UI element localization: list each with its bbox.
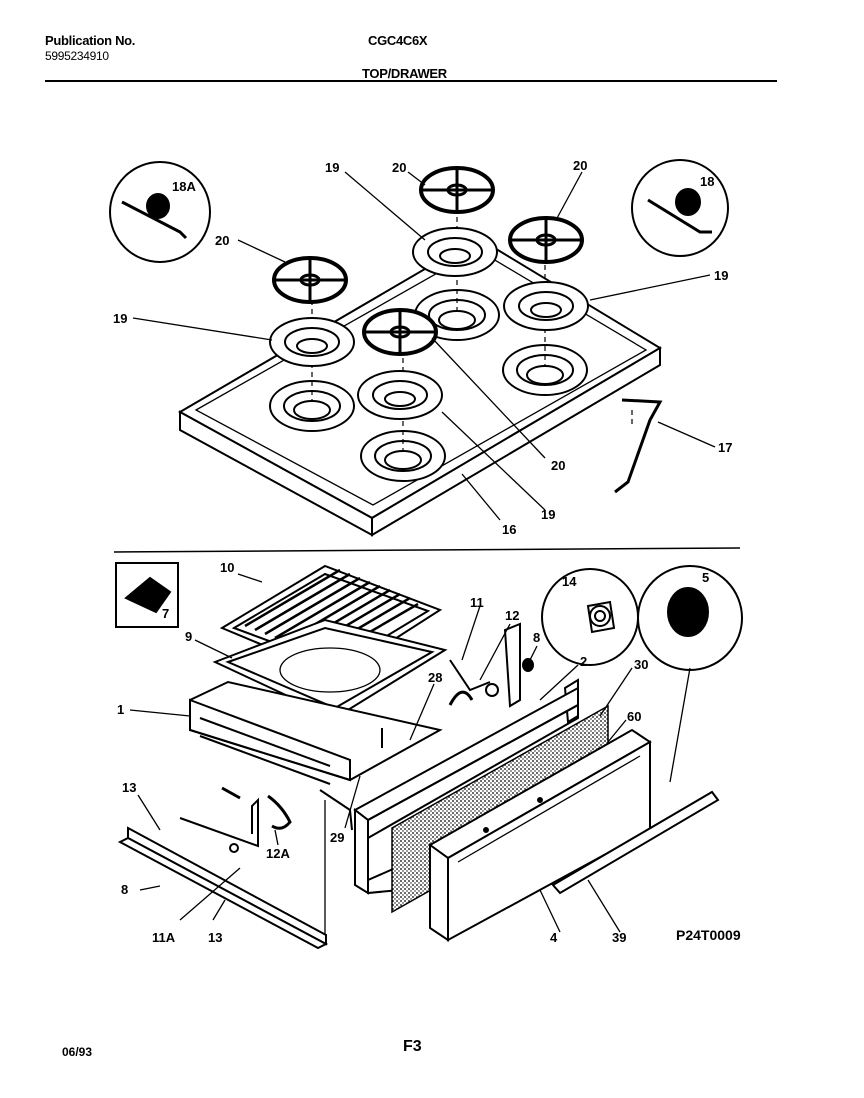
- drawer-front-frame: [353, 686, 579, 895]
- figure-code: P24T0009: [676, 927, 741, 943]
- callout-12a: 12A: [266, 846, 290, 861]
- callout-14: 14: [562, 574, 577, 589]
- grate-rear: [419, 166, 495, 214]
- drawer-handle: [551, 790, 720, 895]
- inset-7: [115, 562, 179, 628]
- burner-ring-right: [503, 281, 589, 331]
- footer-date: 06/93: [62, 1045, 93, 1059]
- callout-28: 28: [428, 670, 442, 685]
- callout-19-rear: 19: [325, 160, 339, 175]
- drawer-assembly: [115, 562, 743, 950]
- callout-16: 16: [502, 522, 516, 537]
- burner-well-front: [360, 430, 446, 482]
- callout-11a: 11A: [152, 930, 176, 945]
- callout-9: 9: [185, 629, 192, 644]
- side-rail: [117, 797, 329, 950]
- inset-5: [637, 565, 743, 671]
- callout-8-upper: 8: [533, 630, 540, 645]
- inset-18a: [109, 161, 211, 263]
- callout-labels: 18A 18 20 20 20 20 19 19 19 19 17 16 10 …: [113, 158, 741, 945]
- leader-lines-bottom: [129, 573, 691, 933]
- callout-1: 1: [117, 702, 124, 717]
- publication-number: 5995234910: [45, 49, 109, 63]
- callout-20-rear: 20: [392, 160, 406, 175]
- cooktop-assembly: [109, 159, 729, 537]
- header-rule: [45, 80, 777, 82]
- burner-well-right: [502, 344, 588, 396]
- callout-5: 5: [702, 570, 709, 585]
- burner-ring-front: [357, 370, 443, 420]
- callout-10: 10: [220, 560, 234, 575]
- callout-7: 7: [162, 606, 169, 621]
- burner-well-left: [269, 380, 355, 432]
- burner-ring-rear: [412, 227, 498, 277]
- hinge-rod: [614, 398, 663, 494]
- section-divider: [113, 547, 741, 553]
- grate-right: [508, 216, 584, 264]
- callout-17: 17: [718, 440, 732, 455]
- callout-13-upper: 13: [122, 780, 136, 795]
- grate-left: [272, 256, 348, 304]
- inset-18: [631, 159, 729, 257]
- callout-30: 30: [634, 657, 648, 672]
- model-number: CGC4C6X: [368, 33, 428, 48]
- section-title: TOP/DRAWER: [362, 66, 447, 81]
- callout-4: 4: [550, 930, 558, 945]
- burner-ring-left: [269, 317, 355, 367]
- inset-14: [541, 568, 639, 666]
- callout-18: 18: [700, 174, 714, 189]
- drawer-body: [189, 680, 443, 831]
- callout-20-right: 20: [573, 158, 587, 173]
- callout-12: 12: [505, 608, 519, 623]
- callout-19-front: 19: [541, 507, 555, 522]
- callout-19-right: 19: [714, 268, 728, 283]
- publication-label: Publication No.: [45, 33, 136, 48]
- leader-lines-top: [132, 171, 716, 521]
- callout-29: 29: [330, 830, 344, 845]
- callout-13-lower: 13: [208, 930, 222, 945]
- callout-19-left: 19: [113, 311, 127, 326]
- callout-2: 2: [580, 654, 587, 669]
- callout-39: 39: [612, 930, 626, 945]
- callout-20-front: 20: [551, 458, 565, 473]
- callout-20-left: 20: [215, 233, 229, 248]
- footer-page: F3: [403, 1038, 422, 1055]
- callout-11: 11: [470, 595, 484, 610]
- drawer-front-panel: [428, 728, 652, 942]
- grate-front: [362, 308, 438, 356]
- callout-60: 60: [627, 709, 641, 724]
- callout-8-lower: 8: [121, 882, 128, 897]
- callout-18a: 18A: [172, 179, 196, 194]
